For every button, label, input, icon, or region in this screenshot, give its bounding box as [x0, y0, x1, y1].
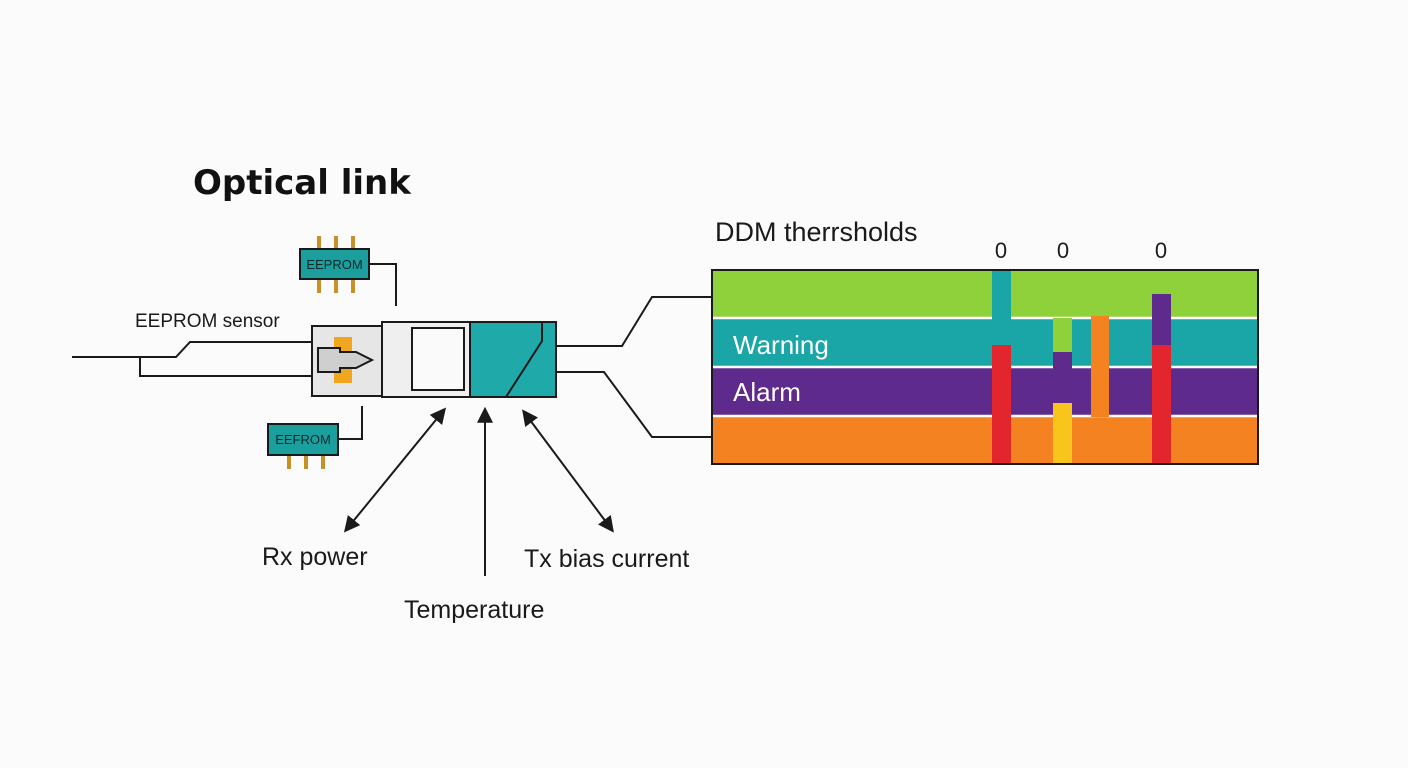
threshold-column-label-3: 0	[1155, 238, 1167, 263]
tx-bias-label: Tx bias current	[524, 545, 689, 573]
eeprom-sensor-label: EEPROM sensor	[135, 311, 280, 332]
chip-bottom-label: EEFROM	[275, 432, 331, 447]
thresholds-title: DDM therrsholds	[715, 217, 918, 247]
eeprom-chip-top: EEPROM	[299, 236, 370, 293]
eeprom-chip-bottom: EEFROM	[267, 423, 339, 469]
chip-bottom-lead	[338, 406, 363, 440]
module-body-window	[411, 327, 465, 391]
chip-top-lead	[369, 263, 397, 306]
band-label-alarm: Alarm	[733, 377, 801, 407]
temperature-label: Temperature	[404, 596, 544, 624]
threshold-column-label-2: 0	[1057, 238, 1069, 263]
tx-bias-arrow	[522, 409, 614, 533]
band-green	[712, 270, 1258, 317]
rx-power-arrow	[343, 407, 447, 533]
link-line-top	[556, 296, 712, 347]
threshold-column-2	[1053, 318, 1072, 464]
transceiver-module	[311, 321, 557, 398]
chip-bottom-pins	[287, 455, 325, 469]
fiber-line-lower	[139, 357, 318, 377]
chip-top-label: EEPROM	[306, 257, 362, 272]
diagram-title: Optical link	[193, 163, 412, 203]
thresholds-frame	[711, 269, 1259, 465]
thresholds-bands	[712, 270, 1258, 464]
fiber-line-upper	[72, 341, 315, 358]
threshold-column-2b	[1091, 316, 1109, 417]
module-teal-fold	[505, 322, 543, 398]
rx-power-label: Rx power	[262, 543, 368, 571]
band-orange	[712, 417, 1258, 464]
ferrule-pin	[317, 347, 375, 373]
threshold-column-label-1: 0	[995, 238, 1007, 263]
threshold-column-3	[1152, 294, 1171, 464]
band-label-warning: Warning	[733, 330, 829, 360]
chip-top-pins	[317, 236, 355, 293]
link-line-bottom	[556, 371, 712, 438]
threshold-column-1	[992, 270, 1011, 464]
